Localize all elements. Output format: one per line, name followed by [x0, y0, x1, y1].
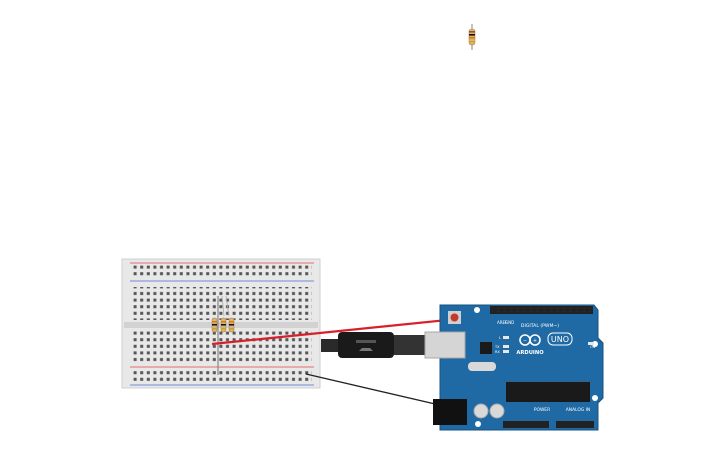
- top-rail-holes: [132, 265, 312, 278]
- svg-text:+: +: [533, 338, 537, 344]
- ground-wire-black[interactable]: [305, 373, 449, 408]
- usb-jack: [424, 331, 466, 359]
- l-led: [503, 336, 509, 339]
- tx-led: [503, 345, 509, 348]
- breadboard-resistor-1[interactable]: [211, 317, 218, 333]
- on-led: [588, 342, 594, 345]
- digital-label: DIGITAL (PWM~): [521, 323, 559, 329]
- lower-terminal-holes: [132, 330, 312, 363]
- power-label: POWER: [534, 407, 550, 413]
- usb-cable[interactable]: [321, 332, 426, 358]
- svg-text:−: −: [523, 338, 527, 344]
- power-jack: [433, 399, 467, 425]
- floating-resistor[interactable]: [468, 24, 476, 50]
- tx-led-label: TX: [494, 345, 500, 349]
- analog-label: ANALOG IN: [566, 407, 590, 413]
- breadboard-resistor-3[interactable]: [228, 317, 235, 333]
- upper-terminal-holes: [132, 287, 312, 320]
- crystal: [468, 362, 496, 371]
- breadboard[interactable]: [121, 258, 321, 389]
- breadboard-resistor-2[interactable]: [220, 317, 227, 333]
- l-led-label: L: [499, 336, 501, 340]
- capacitor-2: [489, 403, 505, 419]
- arduino-uno[interactable]: DIGITAL (PWM~) AREF GND − + UNO ARDUINO …: [424, 304, 604, 431]
- power-header: [503, 421, 549, 428]
- bottom-rail-holes: [132, 369, 312, 382]
- aref-label: AREF: [497, 320, 508, 325]
- analog-header: [556, 421, 594, 428]
- arduino-logo: − +: [519, 334, 541, 346]
- gnd-label: GND: [505, 320, 514, 325]
- arduino-label: ARDUINO: [516, 350, 544, 356]
- capacitor-1: [473, 403, 489, 419]
- on-led-label: ON: [590, 345, 596, 349]
- atmega-chip: [506, 382, 590, 402]
- rx-led: [503, 350, 509, 353]
- uno-label: UNO: [551, 335, 569, 344]
- rx-led-label: RX: [495, 350, 500, 354]
- usb-chip: [480, 342, 492, 354]
